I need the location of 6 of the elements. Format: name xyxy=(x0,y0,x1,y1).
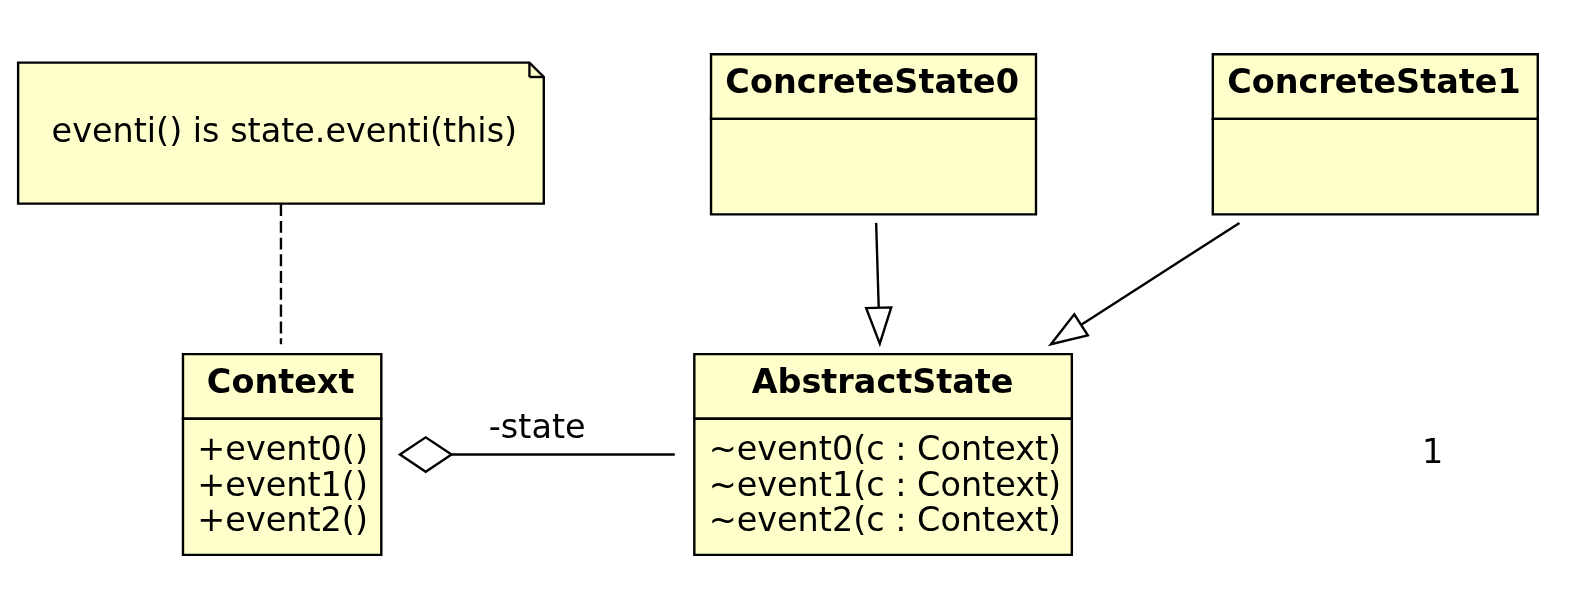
arrow xyxy=(864,222,893,348)
label: 1 xyxy=(1421,432,1444,472)
edge-label: -state xyxy=(488,407,586,447)
connector xyxy=(397,435,675,474)
connector xyxy=(279,204,283,345)
arrow xyxy=(1047,221,1241,347)
